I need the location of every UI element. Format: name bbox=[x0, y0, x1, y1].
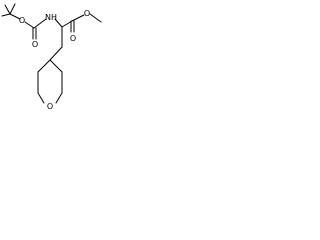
chemical-structure: O O NH O O O bbox=[1, 3, 102, 111]
atom-label-nh: NH bbox=[45, 13, 57, 22]
bond-tbu-c-o bbox=[9, 13, 21, 20]
atom-label-carbamate-carbonyl-oxygen: O bbox=[32, 40, 38, 49]
atom-label-ring-oxygen: O bbox=[47, 102, 53, 111]
bond-n-alpha-carbon bbox=[54, 18, 63, 28]
bond-ch2-ring bbox=[49, 46, 63, 61]
atom-label-carbamate-oxygen: O bbox=[19, 16, 25, 25]
atom-label-ester-oxygen: O bbox=[84, 9, 90, 18]
bond-carbamate-c-n bbox=[33, 18, 47, 29]
bond-ring-c2-o bbox=[37, 92, 45, 104]
bond-tbu-methyl-top-right bbox=[9, 3, 16, 15]
atom-label-ester-carbonyl-oxygen: O bbox=[70, 34, 76, 43]
bond-tbu-methyl-left bbox=[1, 13, 11, 17]
bond-o-carbonyl-carbon bbox=[24, 21, 35, 29]
bond-alpha-carbon-ester-carbon bbox=[61, 20, 73, 28]
bond-ring-c5-c4 bbox=[49, 59, 63, 73]
bond-tbu-methyl-top-left bbox=[4, 4, 11, 15]
bond-ring-o-c6 bbox=[55, 92, 63, 104]
bond-ester-o-methyl bbox=[89, 13, 102, 23]
bond-ring-c4-c3 bbox=[37, 59, 51, 73]
bond-ester-c-o-single bbox=[71, 14, 85, 22]
